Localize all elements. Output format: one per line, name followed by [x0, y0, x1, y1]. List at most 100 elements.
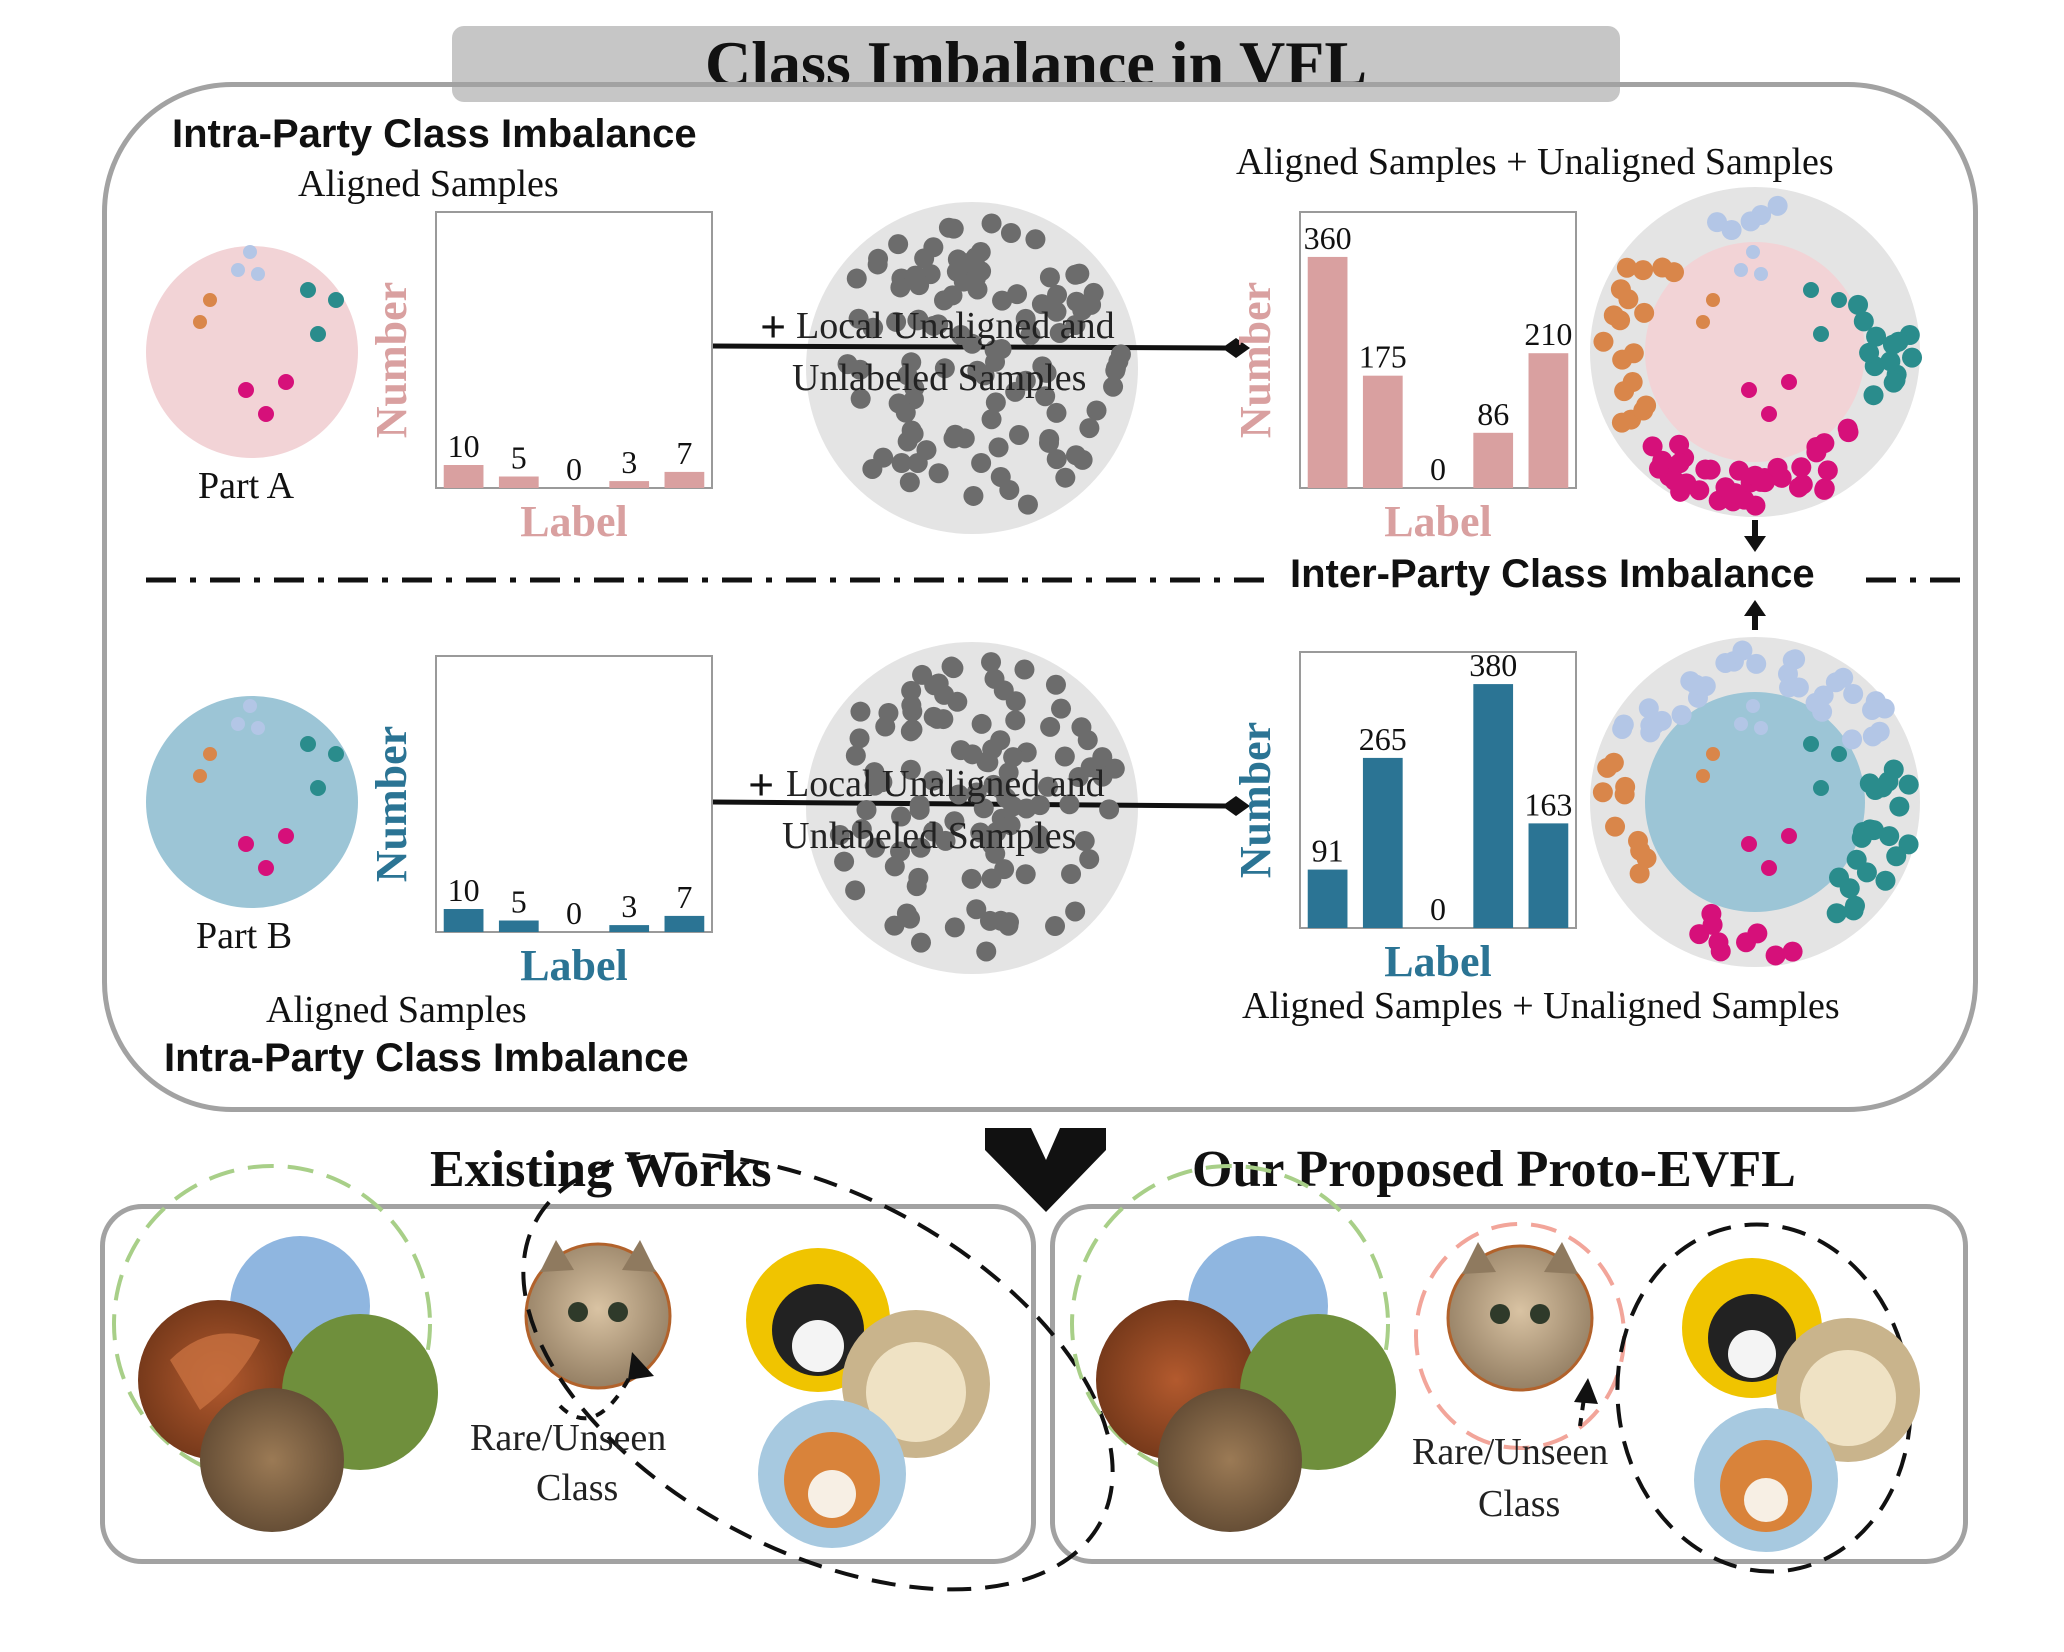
sample-dot [1803, 736, 1819, 752]
chart-frame-a-aligned [435, 211, 713, 489]
chart-bar [609, 481, 650, 488]
unlabeled-sample-dot [845, 745, 866, 766]
unlabeled-sample-dot [900, 908, 921, 929]
sample-dot [1882, 334, 1903, 355]
cat-existing [524, 1240, 672, 1390]
sample-dot [1765, 945, 1786, 966]
chart-data-label: 91 [1312, 833, 1344, 869]
sample-dot [1746, 245, 1760, 259]
sample-dot [1746, 653, 1767, 674]
proposed-rare-label-line2: Class [1478, 1483, 1560, 1525]
chart-data-label: 360 [1304, 220, 1352, 256]
local-unaligned-bottom-line1: Local Unaligned and [786, 763, 1105, 805]
unlabeled-sample-dot [1007, 284, 1028, 305]
unlabeled-sample-dot [1071, 717, 1092, 738]
chart-data-label: 86 [1477, 396, 1509, 432]
unlabeled-sample-dot [1031, 294, 1052, 315]
unlabeled-sample-dot [944, 811, 965, 832]
sample-dot [1669, 434, 1690, 455]
unlabeled-sample-dot [863, 317, 884, 338]
proposed-heading: Our Proposed Proto-EVFL [1192, 1141, 1796, 1198]
sample-dot [300, 736, 316, 752]
sample-dot [1844, 895, 1865, 916]
sample-dot [243, 245, 257, 259]
chart-data-label: 0 [566, 451, 582, 487]
unlabeled-sample-dot [934, 358, 955, 379]
unlabeled-sample-dot [1065, 264, 1086, 285]
local-unaligned-top-line1: Local Unaligned and [796, 305, 1115, 347]
chart-frame-b-all [1299, 651, 1577, 929]
unlabeled-sample-dot [971, 713, 992, 734]
unlabeled-sample-dot [988, 437, 1009, 458]
unlabeled-sample-dot [1015, 864, 1036, 885]
chart-bar [443, 465, 484, 488]
sample-dot [1747, 923, 1768, 944]
unlabeled-sample-dot [910, 837, 931, 858]
existing-works-panel [100, 1204, 1036, 1564]
unlabeled-sample-dot [973, 798, 994, 819]
sample-dot [1874, 698, 1895, 719]
aligned-samples-bottom: Aligned Samples [266, 989, 527, 1031]
horse-photo [1158, 1388, 1302, 1532]
chart-data-label: 163 [1524, 786, 1572, 822]
sample-dot [1875, 870, 1896, 891]
sample-dot [1889, 796, 1910, 817]
unlabeled-sample-dot [970, 242, 991, 263]
chart-ylabel: Number [367, 282, 416, 438]
arrow-icon [1574, 1378, 1598, 1404]
party-a-circle [146, 246, 358, 458]
unlabeled-sample-dot [916, 440, 937, 461]
unlabeled-sample-dot [928, 463, 949, 484]
sample-dot [1734, 263, 1748, 277]
sample-dot [258, 406, 274, 422]
unlabeled-sample-dot [884, 915, 905, 936]
arrow-down-icon [1744, 536, 1766, 552]
sample-dot [251, 267, 265, 281]
unlabeled-sample-dot [994, 859, 1015, 880]
unlabeled-sample-dot [1055, 467, 1076, 488]
unlabeled-sample-dot [1099, 799, 1120, 820]
chart-data-label: 7 [676, 879, 692, 915]
sample-dot [1814, 479, 1835, 500]
chart-data-label: 210 [1524, 316, 1572, 352]
unlabeled-sample-dot [1039, 429, 1060, 450]
sample-dot [1741, 836, 1757, 852]
unlabeled-sample-dot [909, 275, 930, 296]
sample-dot [1706, 293, 1720, 307]
unlabeled-sample-dot [1036, 362, 1057, 383]
unlabeled-sample-dot [1014, 659, 1035, 680]
unlabeled-sample-dot [963, 485, 984, 506]
sample-dot [1630, 840, 1651, 861]
unlabeled-sample-dot [1009, 424, 1030, 445]
arrow-up-icon [1744, 600, 1766, 616]
unlabeled-sample-dot [993, 680, 1014, 701]
unlabeled-sample-dot [1083, 282, 1104, 303]
sample-dot [1817, 460, 1838, 481]
unlabeled-sample-dot [934, 684, 955, 705]
unlabeled-sample-dot [983, 774, 1004, 795]
cat-photo [524, 1242, 672, 1390]
unlabeled-sample-dot [944, 917, 965, 938]
sample-dot [1853, 311, 1874, 332]
sample-dot [238, 836, 254, 852]
unlabeled-sample-dot [1072, 449, 1093, 470]
unlabeled-sample-dot [886, 311, 907, 332]
sample-dot [1689, 924, 1710, 945]
sample-dot [1592, 782, 1613, 803]
sample-dot [1741, 382, 1757, 398]
party-a-label: Part A [198, 465, 295, 507]
figure-title: Class Imbalance in VFL [452, 26, 1620, 102]
sample-dot [1761, 406, 1777, 422]
sample-dot [1842, 729, 1863, 750]
unlabeled-sample-dot [976, 941, 997, 962]
sample-dot [1754, 267, 1768, 281]
unlabeled-sample-dot [875, 716, 896, 737]
chart-xlabel: Label [520, 941, 628, 990]
cat-icon [568, 1302, 588, 1322]
sample-dot [1862, 726, 1883, 747]
unlabeled-sample-dot [933, 709, 954, 730]
chart-bar [1528, 823, 1569, 928]
unlabeled-sample-dot [897, 431, 918, 452]
intra-heading-bottom: Intra-Party Class Imbalance [164, 1036, 689, 1080]
unlabeled-sample-dot [981, 409, 1002, 430]
